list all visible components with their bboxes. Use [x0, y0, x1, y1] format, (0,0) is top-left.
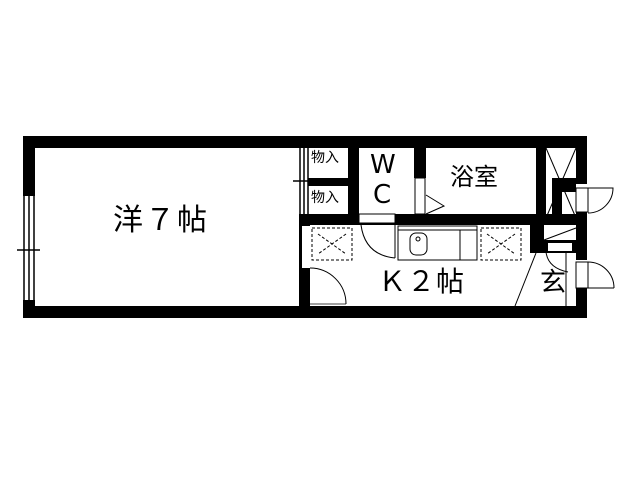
appliance-space-right: [480, 227, 522, 261]
room-label-kitchen: Ｋ２帖: [378, 265, 466, 298]
outer-walls: [23, 136, 587, 318]
appliance-space-left: [311, 227, 353, 261]
left-window: [17, 196, 40, 306]
room-label-bathroom: 浴室: [450, 163, 498, 191]
room-label-storage-lower: 物入: [311, 190, 339, 206]
closet-partition: [293, 148, 313, 214]
room-label-entrance: 玄: [540, 268, 567, 298]
room-label-wc-w: W: [370, 150, 396, 180]
room-label-western: 洋７帖: [113, 203, 209, 238]
room-label-wc-c: C: [373, 180, 392, 210]
room-label-storage-upper: 物入: [311, 150, 339, 166]
sink-counter: [397, 225, 478, 261]
